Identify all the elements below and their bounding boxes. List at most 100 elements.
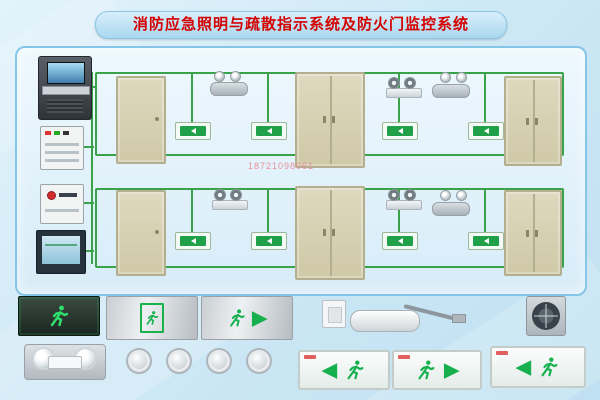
red-button <box>47 191 56 200</box>
exit-man-icon <box>227 308 247 328</box>
wire-stub <box>82 146 94 148</box>
wire-drop <box>398 188 400 232</box>
exit-sign-small <box>382 122 418 140</box>
downlight-icon <box>126 348 152 374</box>
exit-man-icon <box>256 236 282 246</box>
arrow-left-icon: ◀ <box>516 356 531 378</box>
wire-drop <box>484 72 486 122</box>
watermark-text: 18721098061 <box>248 161 315 171</box>
fire-door-single <box>116 76 166 164</box>
twinspot-lamp-icon <box>230 189 242 201</box>
twinspot-lamp-icon <box>388 189 400 201</box>
monitoring-host-cabinet <box>38 56 92 120</box>
door-closer-body <box>350 310 420 332</box>
downlight-icon <box>166 348 192 374</box>
twinspot-lamp-icon <box>214 189 226 201</box>
exit-sign-small <box>251 232 287 250</box>
cabinet-keyboard-shelf <box>42 86 90 95</box>
exit-sign-metal-panel: ▶ <box>201 296 293 340</box>
wire-stub <box>84 250 94 252</box>
exit-man-icon <box>415 359 437 381</box>
cabinet-vents <box>47 99 83 113</box>
wire-feeder <box>91 72 93 264</box>
terminal-screen <box>42 236 80 264</box>
brand-mark <box>304 355 316 359</box>
indicator-lights <box>45 131 51 135</box>
exit-sign-small <box>382 232 418 250</box>
exit-man-icon <box>47 304 71 328</box>
exit-sign-large: ◀ <box>490 346 586 388</box>
downlight-icon <box>246 348 272 374</box>
panel-slot <box>59 193 77 197</box>
title-banner: 消防应急照明与疏散指示系统及防火门监控系统 <box>95 11 507 39</box>
panel-detail <box>45 143 79 146</box>
fire-door-double <box>295 186 365 280</box>
exit-sign-large: ▶ <box>392 350 482 390</box>
exit-sign-small <box>251 122 287 140</box>
twinspot-lamp-icon <box>404 189 416 201</box>
wire-drop <box>267 188 269 232</box>
display-terminal <box>36 230 86 274</box>
exit-man-icon <box>180 126 206 136</box>
wire-drop <box>484 188 486 232</box>
fire-door-single <box>116 190 166 276</box>
page-title: 消防应急照明与疏散指示系统及防火门监控系统 <box>132 16 469 33</box>
downlight-icon <box>230 71 241 82</box>
cabinet-screen <box>47 62 85 84</box>
exit-sign-small <box>468 232 504 250</box>
exit-man-icon <box>144 310 160 326</box>
downlight-icon <box>456 72 467 83</box>
fan-blade-icon <box>532 302 560 330</box>
exit-man-icon <box>387 236 413 246</box>
fire-door-double <box>504 190 562 276</box>
emergency-twinspot-bar <box>386 200 422 210</box>
wire-stub <box>82 202 94 204</box>
exit-sign-small <box>175 122 211 140</box>
emergency-light-body <box>48 356 82 369</box>
ceiling-lamp-housing <box>210 82 248 96</box>
door-frame-pictogram <box>140 303 164 333</box>
fire-door-double <box>295 72 365 168</box>
wire-stub <box>88 86 96 88</box>
exit-man-icon <box>256 126 282 136</box>
exit-man-icon <box>473 126 499 136</box>
panel-detail <box>45 151 79 154</box>
exit-sign-small <box>175 232 211 250</box>
emergency-twinspot-bar <box>386 88 422 98</box>
exit-man-icon <box>387 126 413 136</box>
exit-sign-dark-panel <box>18 296 100 336</box>
downlight-icon <box>206 348 232 374</box>
twinspot-lamp-icon <box>388 77 400 89</box>
exit-sign-large: ◀ <box>298 350 390 390</box>
arrow-right-icon: ▶ <box>252 307 267 329</box>
exit-sign-small <box>468 122 504 140</box>
power-distribution-box <box>40 126 84 170</box>
exit-man-icon <box>473 236 499 246</box>
arrow-right-icon: ▶ <box>444 359 459 381</box>
panel-detail <box>45 159 79 162</box>
wire-drop <box>191 72 193 122</box>
exit-man-icon <box>538 356 560 378</box>
exit-sign-metal-panel <box>106 296 198 340</box>
arrow-left-icon: ◀ <box>322 359 337 381</box>
fire-door-double <box>504 76 562 166</box>
wire-drop <box>267 72 269 122</box>
downlight-icon <box>440 72 451 83</box>
exit-man-icon <box>180 236 206 246</box>
panel-detail <box>45 209 79 212</box>
wall-switch <box>322 300 346 328</box>
ceiling-lamp-housing <box>432 202 470 216</box>
downlight-icon <box>440 190 451 201</box>
wire-drop <box>191 188 193 232</box>
brand-mark <box>398 355 410 359</box>
downlight-icon <box>214 71 225 82</box>
brand-mark <box>496 351 508 355</box>
ceiling-lamp-housing <box>432 84 470 98</box>
fire-door-controller-box <box>40 184 84 224</box>
vent-fan <box>526 296 566 336</box>
door-closer-bracket <box>452 314 466 323</box>
exit-man-icon <box>344 359 366 381</box>
emergency-twinspot-bar <box>212 200 248 210</box>
downlight-icon <box>456 190 467 201</box>
